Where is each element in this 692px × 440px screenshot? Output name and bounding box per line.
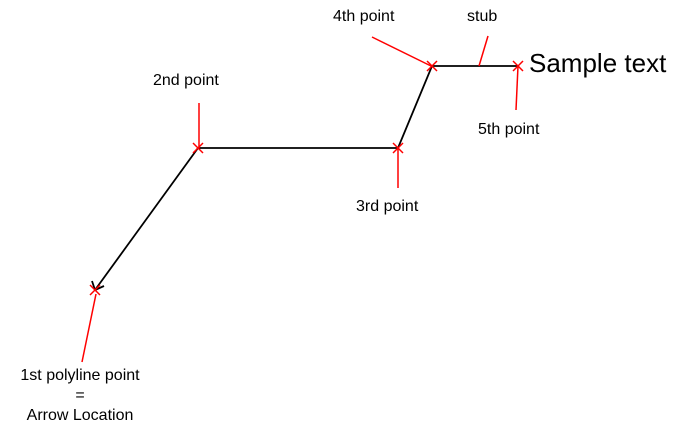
vertex-marker-2	[192, 142, 204, 154]
callout-line-1st-point	[81, 293, 97, 363]
callout-line-stub	[478, 35, 489, 67]
label-1st-point: 1st polyline point = Arrow Location	[0, 366, 160, 426]
label-stub: stub	[467, 8, 498, 25]
label-3rd-point: 3rd point	[356, 198, 419, 215]
label-1st-point-line2: =	[75, 387, 85, 404]
label-1st-point-line3: Arrow Location	[26, 407, 134, 424]
vertex-marker-1	[89, 284, 101, 296]
vertex-marker-4	[426, 60, 438, 72]
sample-text: Sample text	[529, 48, 667, 78]
label-4th-point: 4th point	[333, 8, 395, 25]
label-2nd-point: 2nd point	[153, 72, 219, 89]
label-5th-point: 5th point	[478, 121, 540, 138]
leader-polyline	[94, 65, 518, 291]
label-1st-point-line1: 1st polyline point	[20, 367, 140, 384]
callout-line-4th-point	[371, 36, 432, 67]
callout-line-5th-point	[515, 65, 519, 111]
